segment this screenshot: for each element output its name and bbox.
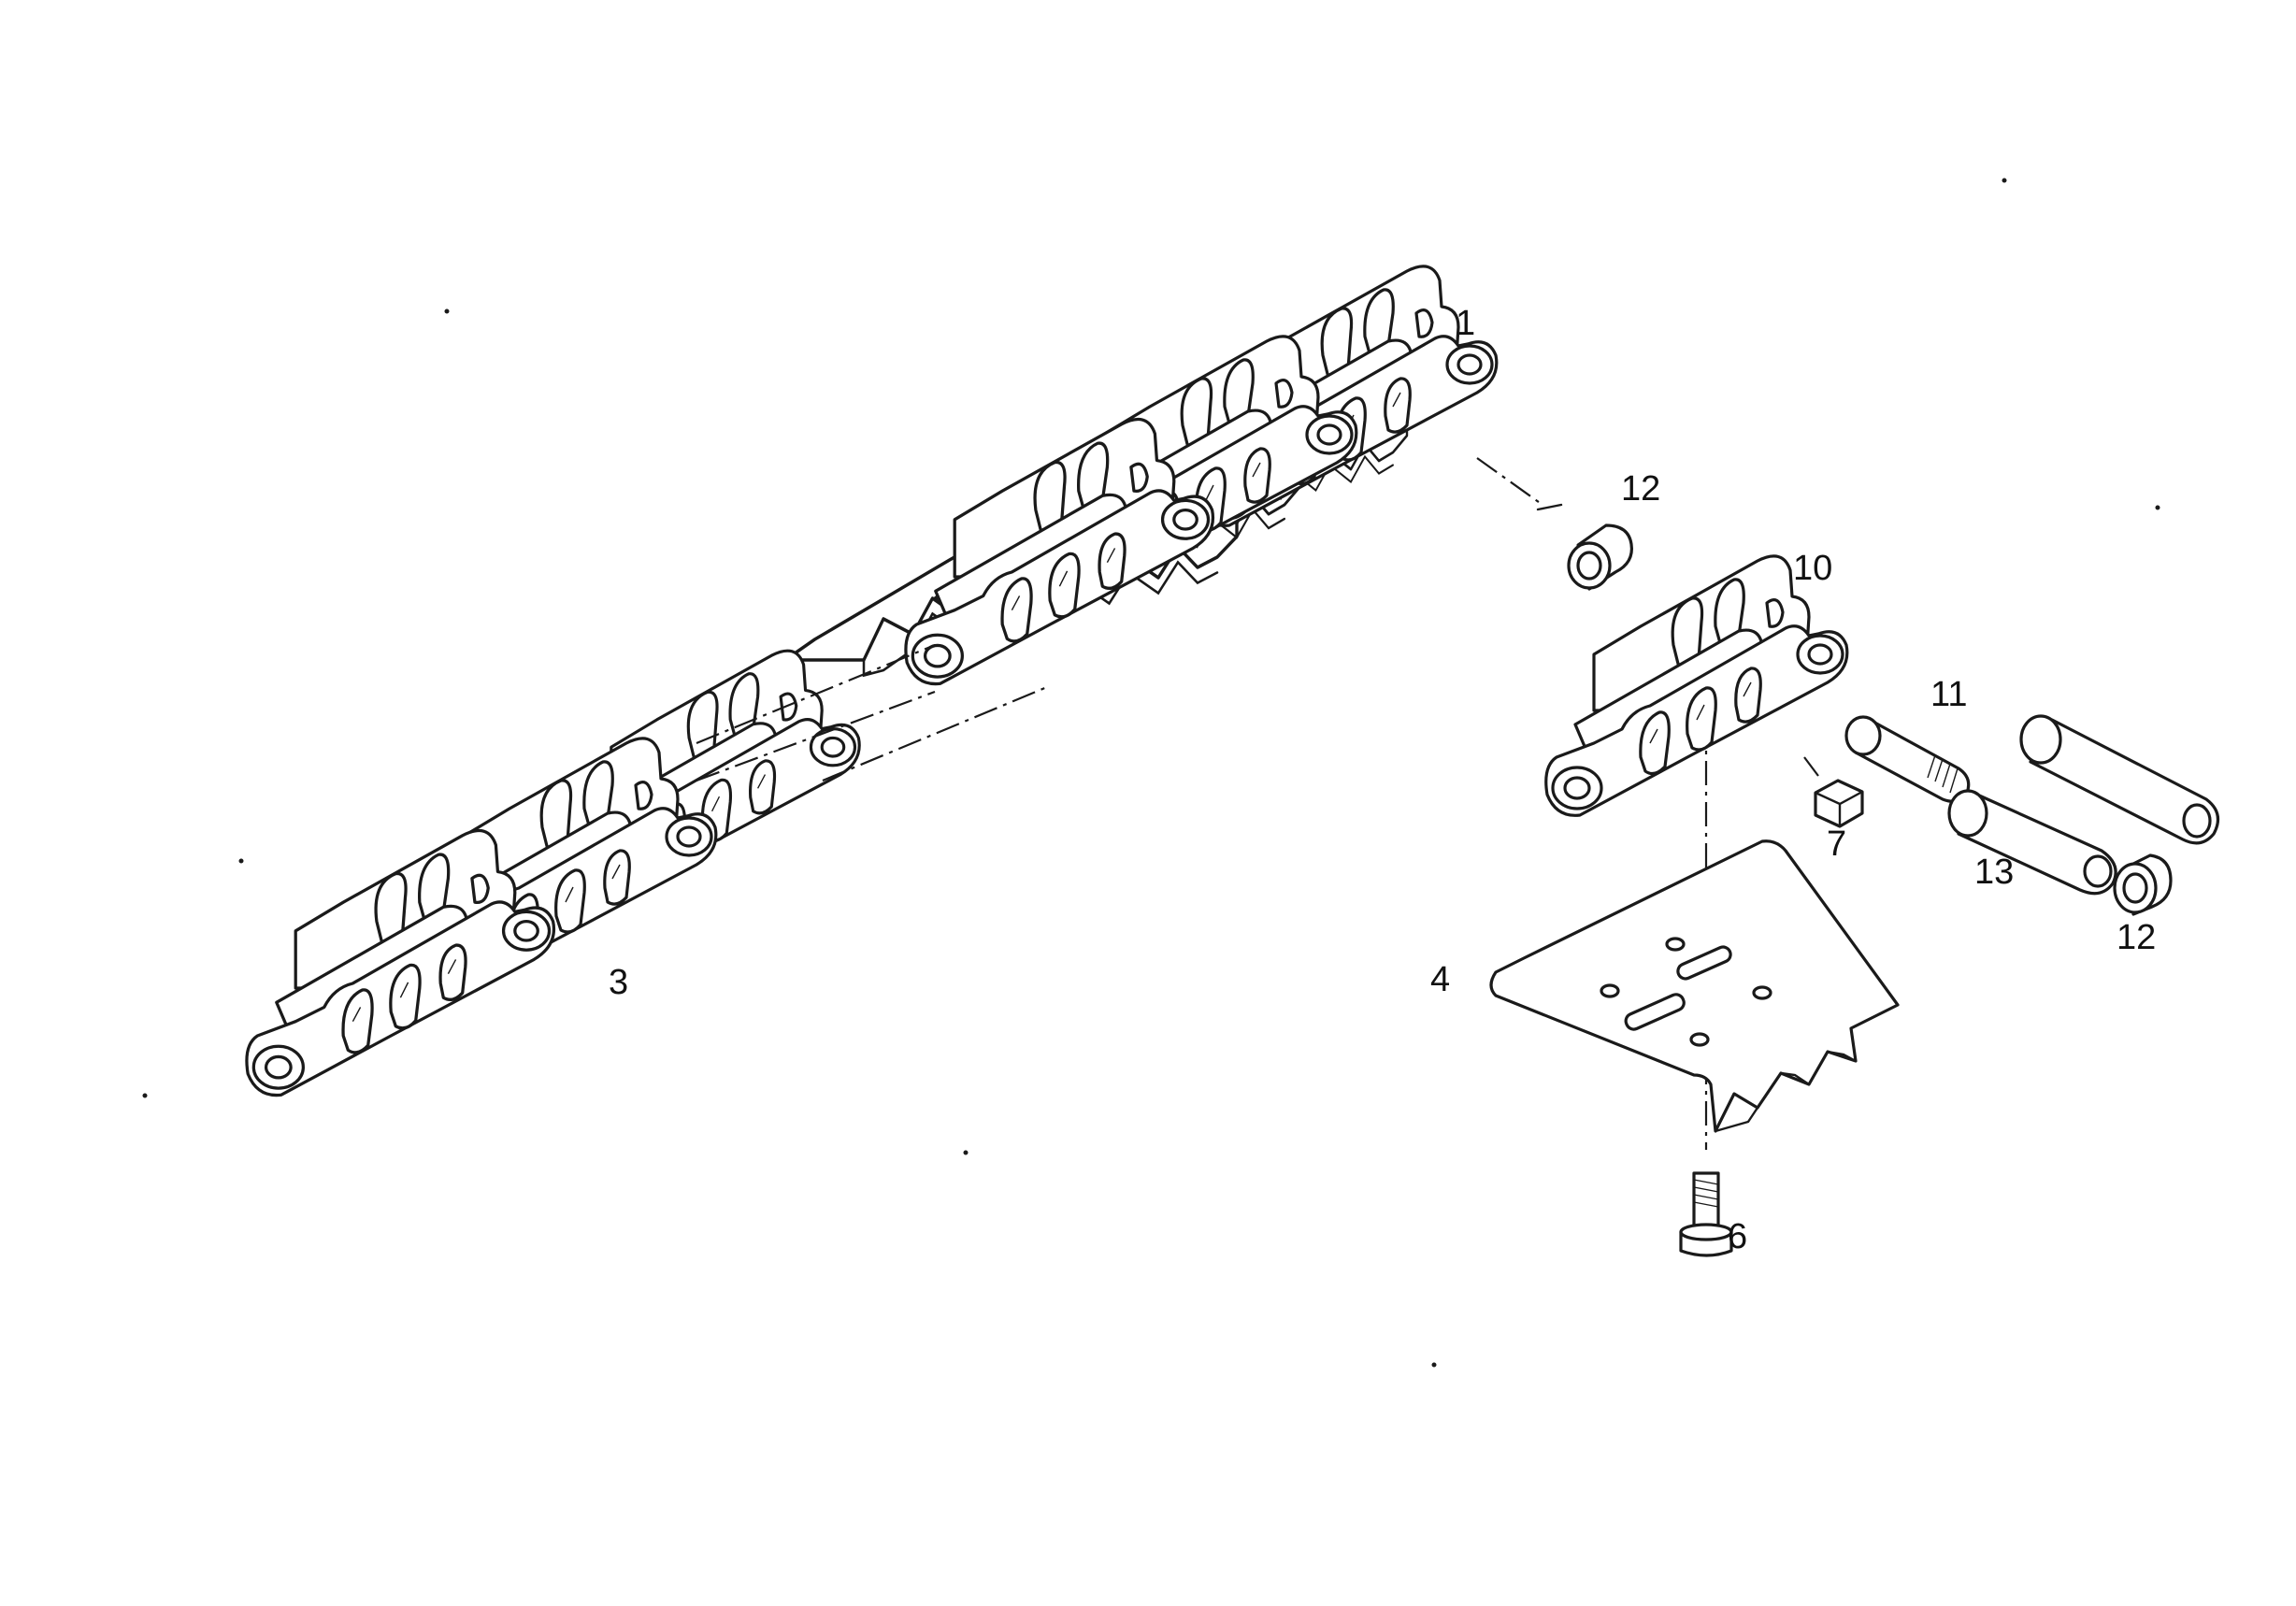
pin-11 xyxy=(1844,715,1971,803)
callout-3: 3 xyxy=(609,963,628,1002)
scan-specks xyxy=(142,178,2160,1368)
track-shoe-4 xyxy=(1489,839,1900,1133)
callout-1: 1 xyxy=(1456,304,1475,343)
bolt-6 xyxy=(1679,1171,1733,1257)
callout-4: 4 xyxy=(1430,960,1450,999)
callout-13: 13 xyxy=(1974,853,2014,892)
bushing-13a xyxy=(1947,789,2117,896)
bushing-12-bottom xyxy=(2113,853,2173,916)
bushing-12-top xyxy=(1567,523,1633,591)
track-chain-section-1 xyxy=(904,265,1499,686)
shoe-assembly xyxy=(783,366,1563,678)
callout-12-bottom: 12 xyxy=(2117,918,2156,957)
nut-7 xyxy=(1814,779,1864,828)
link-pair-10 xyxy=(1544,554,1849,817)
callout-6: 6 xyxy=(1728,1217,1747,1256)
track-chain-section-3 xyxy=(245,649,861,1097)
callout-12-top: 12 xyxy=(1621,469,1660,509)
callout-10: 10 xyxy=(1793,549,1832,588)
callout-7: 7 xyxy=(1827,825,1846,864)
callout-11: 11 xyxy=(1930,675,1967,714)
bushing-13b xyxy=(2019,714,2220,845)
